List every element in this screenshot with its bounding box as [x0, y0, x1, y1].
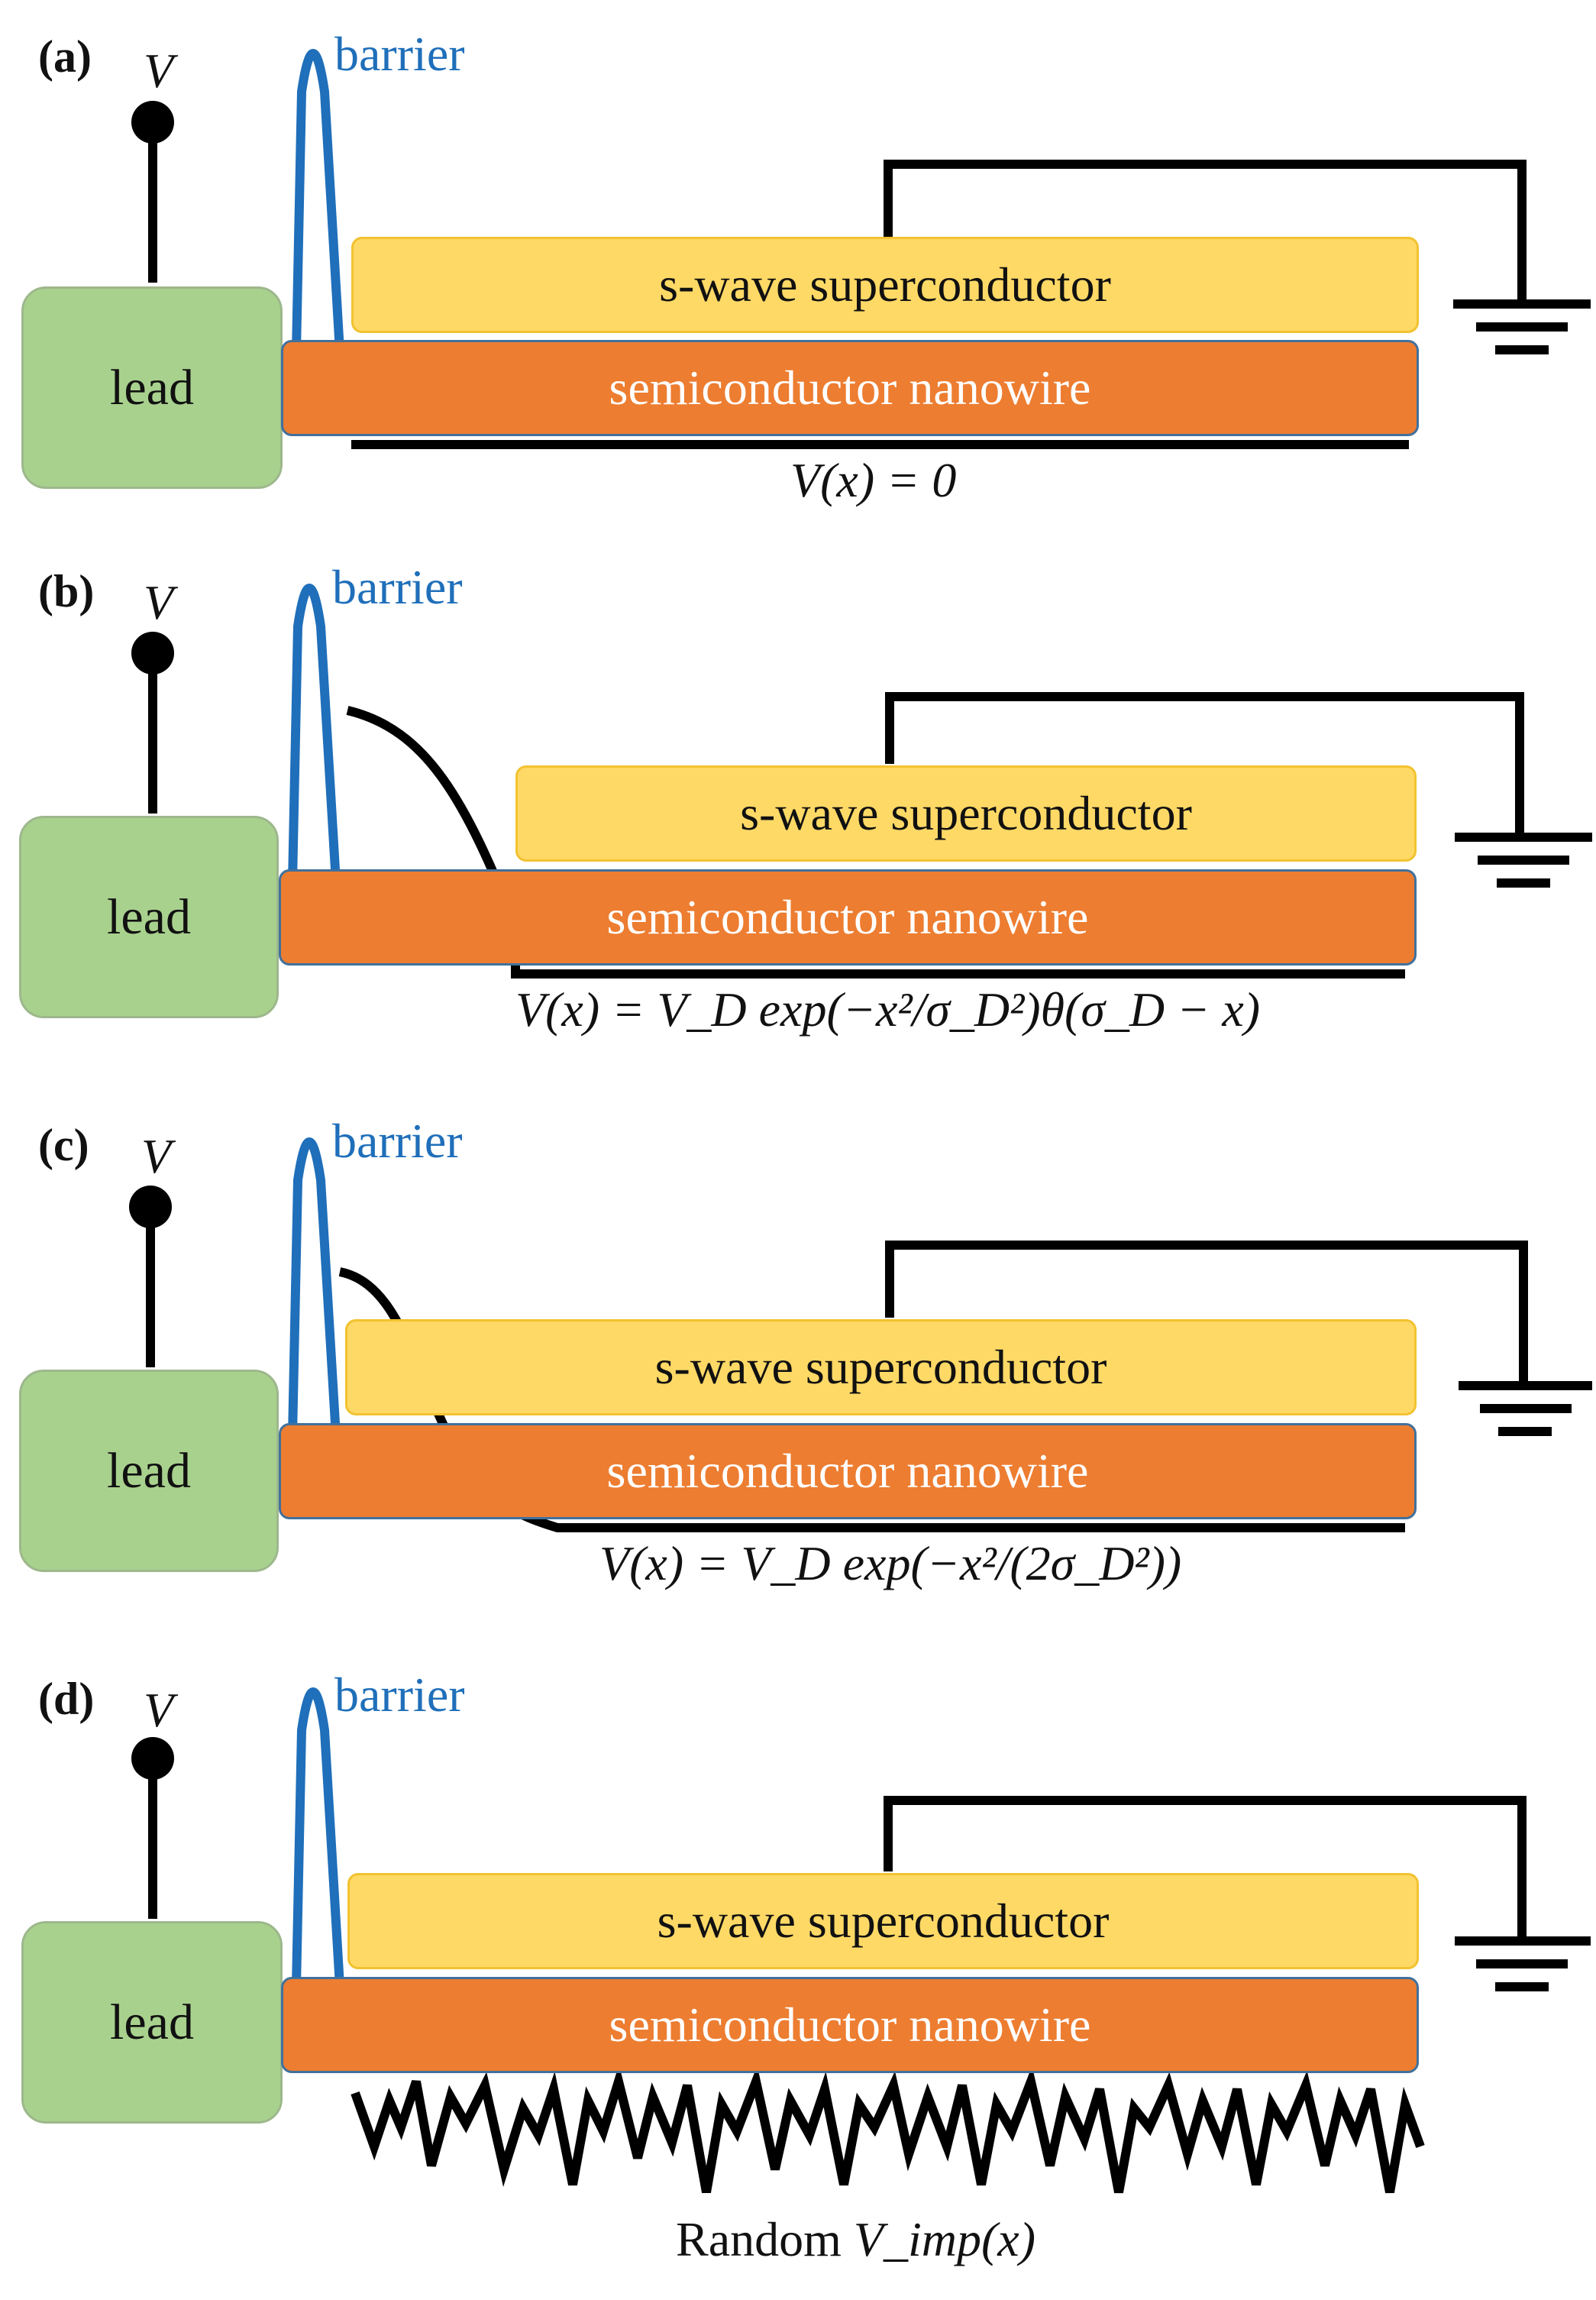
voltage-label: V: [141, 1129, 172, 1183]
potential-formula: Random V_imp(x): [676, 2212, 1035, 2266]
barrier-label: barrier: [332, 1114, 463, 1168]
panel-d-lines: [131, 1687, 1591, 2194]
superconductor-label: s-wave superconductor: [654, 1340, 1107, 1394]
ground-wire: [884, 160, 1527, 302]
superconductor-box: s-wave superconductor: [347, 1873, 1419, 1969]
ground-wire: [885, 1241, 1528, 1383]
superconductor-label: s-wave superconductor: [659, 257, 1111, 312]
voltage-terminal: [131, 101, 174, 144]
panel-a-lines: [131, 49, 1591, 449]
panel-a: (a) V barrier lead s-wave superconductor…: [0, 0, 1596, 550]
nanowire-box: semiconductor nanowire: [281, 1977, 1419, 2073]
voltage-terminal: [131, 632, 174, 674]
nanowire-box: semiconductor nanowire: [279, 869, 1417, 966]
superconductor-label: s-wave superconductor: [740, 786, 1192, 840]
lead-box: lead: [19, 816, 279, 1018]
voltage-terminal: [129, 1186, 172, 1228]
barrier-label: barrier: [332, 560, 463, 614]
lead-label: lead: [107, 888, 191, 945]
potential-formula: V(x) = V_D exp(−x²/σ_D²)θ(σ_D − x): [515, 982, 1261, 1037]
random-impurity-potential: [351, 2064, 1425, 2194]
nanowire-label: semiconductor nanowire: [606, 1444, 1089, 1498]
voltage-label: V: [144, 575, 174, 629]
lead-label: lead: [110, 359, 194, 416]
panel-b-lines: [131, 584, 1592, 979]
panel-label: (b): [38, 566, 95, 616]
lead-box: lead: [19, 1370, 279, 1572]
ground-wire: [885, 692, 1524, 834]
panel-d: (d) V barrier lead s-wave superconductor…: [0, 1658, 1596, 2300]
lead-label: lead: [110, 1994, 194, 2050]
lead-box: lead: [21, 286, 283, 489]
voltage-label: V: [144, 1683, 174, 1737]
superconductor-box: s-wave superconductor: [345, 1319, 1417, 1415]
ground-wire: [884, 1796, 1527, 1939]
lead-label: lead: [107, 1442, 191, 1499]
nanowire-label: semiconductor nanowire: [606, 890, 1089, 944]
nanowire-box: semiconductor nanowire: [281, 340, 1419, 436]
barrier-peak: [292, 49, 344, 352]
nanowire-label: semiconductor nanowire: [609, 361, 1091, 415]
superconductor-label: s-wave superconductor: [657, 1894, 1110, 1948]
panel-label: (c): [38, 1120, 89, 1170]
barrier-peak: [288, 1137, 341, 1437]
panel-label: (a): [38, 31, 92, 82]
voltage-terminal: [131, 1737, 174, 1780]
barrier-peak: [288, 584, 341, 883]
panel-b: (b) V barrier lead s-wave superconductor…: [0, 550, 1596, 1100]
nanowire-label: semiconductor nanowire: [609, 1998, 1091, 2052]
superconductor-box: s-wave superconductor: [515, 765, 1417, 862]
barrier-label: barrier: [334, 1668, 465, 1722]
voltage-label: V: [144, 44, 174, 98]
barrier-label: barrier: [334, 27, 465, 81]
potential-formula: V(x) = 0: [790, 453, 957, 507]
panel-c: (c) V barrier lead s-wave superconductor…: [0, 1104, 1596, 1654]
lead-box: lead: [21, 1921, 283, 2124]
panel-label: (d): [38, 1674, 95, 1724]
superconductor-box: s-wave superconductor: [351, 237, 1419, 333]
barrier-peak: [292, 1687, 344, 1987]
nanowire-box: semiconductor nanowire: [279, 1423, 1417, 1519]
potential-formula: V(x) = V_D exp(−x²/(2σ_D²)): [599, 1536, 1182, 1590]
